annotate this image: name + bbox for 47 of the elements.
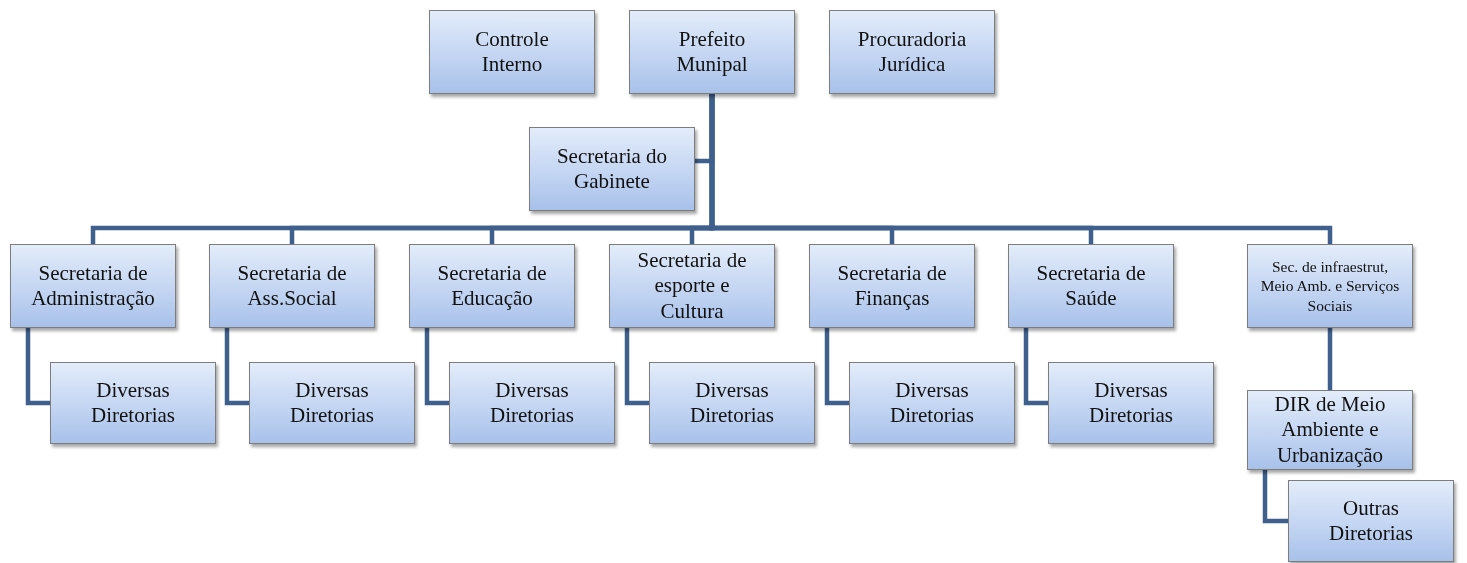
org-unit-box (10, 244, 176, 328)
org-unit-box (609, 244, 775, 328)
connector-line (1327, 328, 1333, 390)
unit-name: Secretaria de Finanças (836, 260, 948, 312)
org-unit-box (649, 362, 815, 444)
unit-name: Secretaria de Ass.Social (236, 260, 348, 312)
unit-name: Sec. de infraestrut, Meio Amb. e Serviços Sociais (1259, 256, 1401, 316)
org-unit-box (1247, 390, 1413, 470)
org-unit-box (1048, 362, 1214, 444)
org-unit-box (409, 244, 575, 328)
org-unit-box (449, 362, 615, 444)
unit-name: Diversas Diretorias (889, 377, 975, 429)
connector-line (224, 328, 249, 406)
unit-name: DIR de Meio Ambiente e Urbanização (1273, 392, 1387, 468)
connector-line (424, 328, 449, 406)
unit-name: Diversas Diretorias (289, 377, 375, 429)
unit-name: Secretaria do Gabinete (555, 143, 669, 195)
org-unit-box (849, 362, 1015, 444)
connector-line (824, 328, 849, 406)
connector-line (1262, 470, 1288, 524)
unit-name: Procuradoria Jurídica (856, 26, 968, 78)
org-unit-box (429, 10, 595, 94)
unit-name: Secretaria de Saúde (1035, 260, 1147, 312)
unit-name: Controle Interno (474, 26, 550, 78)
unit-name: Secretaria de Educação (436, 260, 548, 312)
org-unit-box (1288, 480, 1454, 562)
unit-name: Diversas Diretorias (90, 377, 176, 429)
org-unit-box (209, 244, 375, 328)
connector-line (709, 94, 1333, 244)
connector-line (624, 328, 649, 406)
unit-name: Secretaria de Administração (30, 260, 156, 312)
unit-name: Diversas Diretorias (689, 377, 775, 429)
unit-name: Secretaria de esporte e Cultura (636, 248, 748, 324)
unit-name: Prefeito Munipal (675, 26, 749, 78)
org-unit-box (629, 10, 795, 94)
org-unit-box (529, 127, 695, 211)
unit-name: Diversas Diretorias (489, 377, 575, 429)
connector-line (25, 328, 50, 406)
org-unit-box (809, 244, 975, 328)
org-unit-box (1247, 244, 1413, 328)
org-unit-box (50, 362, 216, 444)
connector-line (1023, 328, 1048, 406)
org-unit-box (249, 362, 415, 444)
unit-name: Diversas Diretorias (1088, 377, 1174, 429)
org-unit-box (829, 10, 995, 94)
org-unit-box (1008, 244, 1174, 328)
unit-name: Outras Diretorias (1328, 495, 1414, 547)
